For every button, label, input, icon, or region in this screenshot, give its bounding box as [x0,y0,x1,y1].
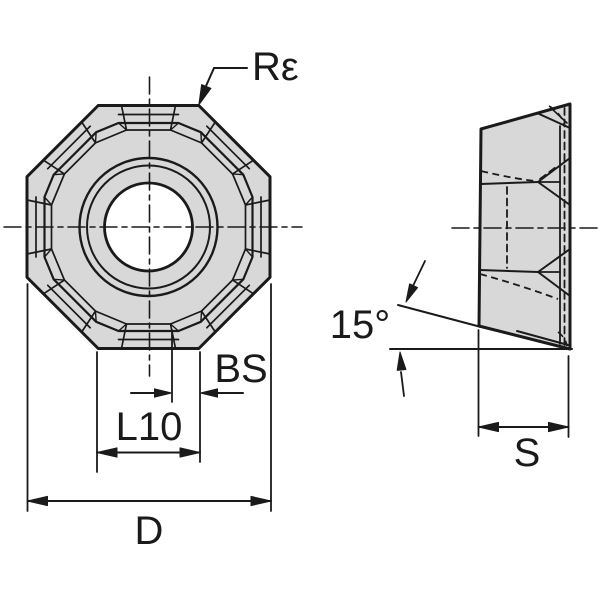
arrowhead-icon [179,447,201,458]
corner-facet-line [42,279,66,295]
upper-corner-v [537,157,571,183]
corner-land-line [53,173,66,176]
edge-band-line [205,125,251,170]
angle-line [397,304,482,328]
hidden-edge [479,273,559,300]
corner-facet-line [80,121,97,144]
leader-arrow [198,84,212,106]
corner-facet-line [200,310,217,333]
corner-land-line [43,196,53,206]
corner-land-line [231,278,244,281]
corner-facet-line [244,248,271,255]
lower-face-line [479,269,539,273]
corner-facet-line [231,279,255,295]
corner-facet-line [244,199,271,206]
angle-arrow-shaft [411,260,426,289]
edge-band-line [205,284,251,329]
corner-land-line [94,310,97,323]
corner-land-line [94,131,97,144]
dimension-annotations [26,67,573,512]
hidden-edge [480,170,537,182]
corner-facet-line [169,323,177,350]
dimension-labels: Rε BS L10 D 15° S [116,45,541,553]
arrowhead-icon [154,388,172,398]
corner-land-line [43,248,53,258]
corner-land-line [244,196,254,206]
corner-facet-line [169,104,177,131]
corner-facet-line [42,159,66,175]
bottom-corner-facet [516,330,569,346]
edge-band-line [46,125,92,170]
label-diameter: D [135,509,164,553]
label-edge-length: L10 [116,405,183,449]
corner-facet-line [120,104,128,131]
upper-face-line [480,181,539,185]
corner-land-line [244,248,254,258]
arrowhead-icon [200,388,218,398]
front-view-insert [3,76,303,377]
corner-land-line [200,131,203,144]
corner-land-line [169,323,180,332]
arrowhead-icon [478,421,499,433]
label-clearance-angle: 15° [330,303,391,347]
corner-land-line [53,278,66,281]
arrowhead-icon [405,283,419,303]
arrowhead-icon [250,495,272,507]
corner-facet-line [231,159,255,175]
arrowhead-icon [96,447,118,458]
corner-facet-line [80,310,97,333]
hidden-corner-arc [548,105,565,125]
hidden-edge [539,166,557,180]
side-outline [477,102,572,351]
corner-facet-line [26,248,53,255]
corner-land-line [169,122,180,131]
hidden-corner-arc [557,331,568,347]
corner-facet-line [200,121,217,144]
side-view-insert [451,102,598,351]
angle-arrow-shaft [400,371,405,397]
arrowhead-icon [396,351,407,371]
leader-line [205,67,215,87]
label-thickness: S [514,431,541,475]
label-corner-radius: Rε [252,45,299,89]
arrowhead-icon [27,495,48,507]
edge-band-line [46,284,92,329]
corner-land-line [117,122,128,131]
corner-land-line [231,173,244,176]
label-wiper-width: BS [214,347,267,391]
arrowhead-icon [548,421,569,433]
corner-land-line [117,323,128,332]
corner-facet-line [26,199,53,206]
corner-land-line [200,310,203,323]
corner-facet-line [120,323,128,350]
